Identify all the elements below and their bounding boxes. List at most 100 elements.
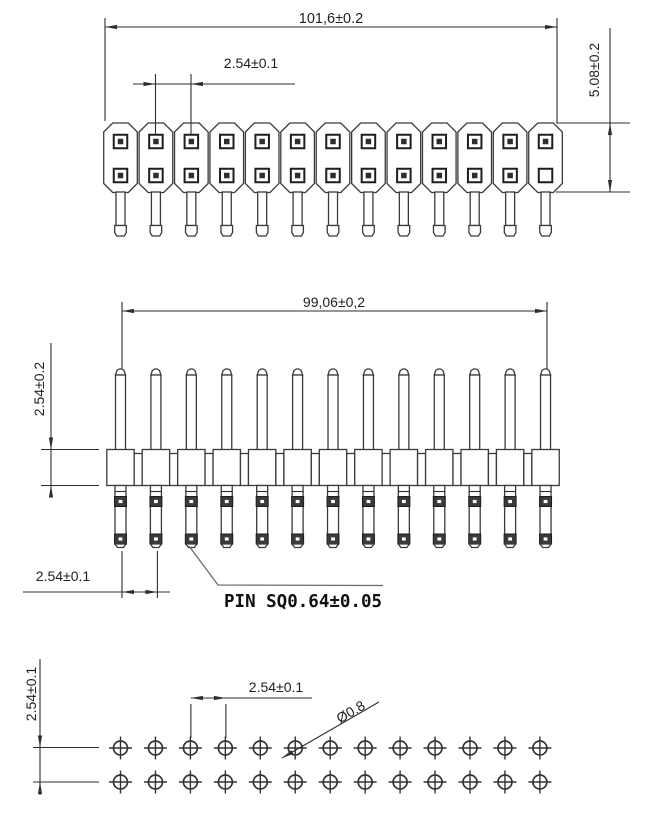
- pin-foot: [503, 224, 517, 237]
- lower-pin: [467, 484, 482, 549]
- hole-symbol: [213, 770, 237, 794]
- pin-tip: [220, 368, 233, 376]
- pin-foot: [291, 224, 305, 237]
- pin-tip: [291, 368, 304, 376]
- arrowhead: [282, 750, 294, 758]
- arrowhead: [190, 695, 203, 701]
- upper-pin: [114, 368, 127, 452]
- body-joint: [239, 452, 250, 487]
- body-joint: [204, 452, 214, 487]
- hole-symbol: [248, 770, 272, 794]
- body-joint: [523, 452, 533, 487]
- upper-pin: [291, 368, 304, 452]
- arrowhead: [143, 81, 156, 87]
- hole-symbol: [528, 736, 552, 760]
- header-segment: [350, 122, 386, 237]
- arrowhead: [122, 308, 134, 314]
- dim-span: 99,06±0,2: [303, 294, 365, 310]
- dim-overall-width: 101,6±0.2: [299, 11, 363, 27]
- pin-tip: [327, 368, 339, 376]
- arrowhead: [105, 24, 117, 30]
- pin-foot: [184, 224, 198, 237]
- segment-outline: [457, 122, 493, 194]
- header-segment: [315, 122, 351, 237]
- pad-center: [542, 138, 549, 145]
- upper-pin: [150, 368, 162, 452]
- pin-tip: [113, 543, 128, 549]
- segment-outline: [421, 122, 457, 194]
- pin-shaft: [256, 374, 268, 452]
- pad-center: [330, 172, 336, 179]
- lower-pin: [149, 484, 163, 549]
- pin-shaft: [398, 191, 410, 227]
- body-joint: [275, 452, 285, 487]
- pin-foot: [114, 224, 127, 237]
- segment-outline: [350, 122, 386, 194]
- pin-shaft: [469, 191, 480, 227]
- band-center: [366, 537, 371, 541]
- arrowhead: [145, 589, 158, 595]
- pad-center: [259, 138, 265, 145]
- pin-tip: [185, 368, 198, 376]
- pad-center: [117, 138, 124, 145]
- pin-shaft: [434, 191, 445, 227]
- segment-outline: [244, 122, 280, 194]
- pin-shaft: [221, 374, 233, 452]
- segment-outline: [492, 122, 528, 194]
- header-segment: [244, 122, 280, 237]
- pin-shaft: [185, 374, 197, 452]
- arrowhead: [545, 24, 557, 30]
- pin-tip: [504, 368, 517, 376]
- body-joint: [346, 452, 356, 487]
- body-segment: [212, 448, 242, 487]
- segment-outline: [138, 122, 174, 194]
- pin-foot: [255, 224, 269, 237]
- pad-center: [401, 172, 407, 179]
- body-joint: [487, 452, 498, 487]
- arrowhead: [607, 180, 613, 192]
- header-segment: [209, 122, 245, 237]
- pin-shaft: [186, 191, 197, 227]
- pin-shaft: [221, 191, 232, 227]
- segment-outline: [103, 122, 138, 194]
- pin-shaft: [398, 374, 410, 452]
- body-segment: [495, 448, 525, 487]
- lower-pin: [219, 484, 234, 549]
- pad-center: [153, 138, 159, 145]
- pin-foot: [432, 224, 446, 237]
- hole-symbol: [423, 770, 447, 794]
- lower-pin: [184, 484, 199, 549]
- body-segment: [106, 448, 135, 487]
- hole-symbol: [178, 770, 202, 794]
- band-center: [224, 499, 229, 504]
- pin-foot: [149, 224, 163, 237]
- arrowhead: [48, 485, 54, 498]
- pad-center: [188, 138, 195, 145]
- header-segment: [421, 122, 457, 237]
- body-segment: [318, 448, 348, 487]
- hole-symbol: [109, 770, 132, 794]
- hole-symbol: [143, 736, 167, 760]
- pin-shaft: [433, 374, 445, 452]
- hole-symbol: [248, 736, 272, 760]
- pad-center: [294, 138, 301, 145]
- lower-pin: [113, 484, 128, 549]
- pin-tip: [503, 543, 517, 549]
- pad-center: [507, 172, 513, 179]
- pin-shaft: [504, 374, 516, 452]
- pin-shaft: [504, 191, 516, 227]
- hole-symbol: [493, 736, 517, 760]
- dim-side-pitch: 2.54±0.1: [36, 568, 91, 584]
- hole-symbol: [458, 736, 482, 760]
- pin-foot: [326, 224, 340, 237]
- body-segment: [389, 448, 419, 487]
- band-center: [472, 499, 477, 504]
- hole-symbol: [528, 770, 552, 794]
- pin-tip: [219, 543, 234, 549]
- upper-pin: [468, 368, 481, 452]
- dim-body-height: 5.08±0.2: [586, 43, 602, 98]
- header-segment: [386, 122, 422, 237]
- dim-row-pitch: 2.54±0.1: [23, 667, 39, 722]
- band-center: [437, 537, 442, 541]
